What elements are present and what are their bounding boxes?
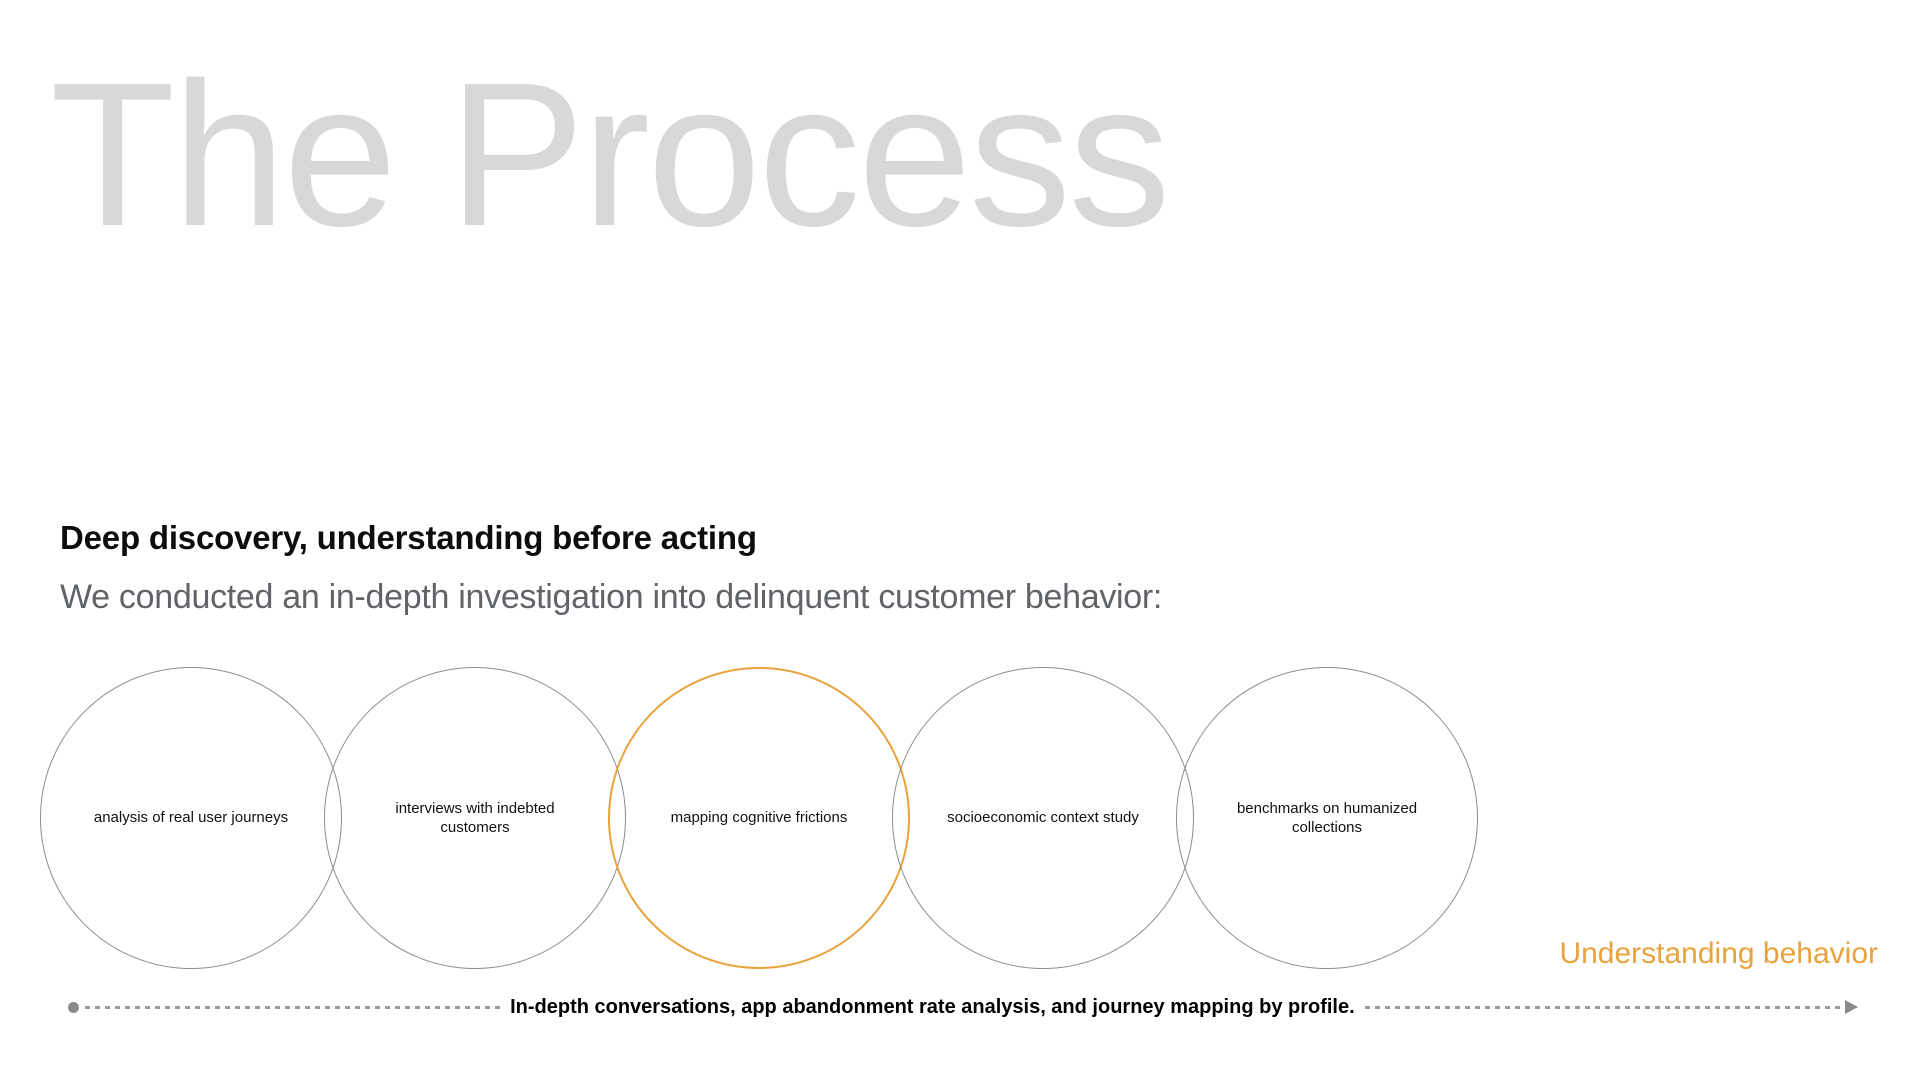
- process-circle-interviews: interviews with indebted customers: [324, 667, 626, 969]
- phase-label: Understanding behavior: [1559, 937, 1878, 970]
- process-circle-label: benchmarks on humanized collections: [1236, 799, 1418, 837]
- process-circle-socioeconomic: socioeconomic context study: [892, 667, 1194, 969]
- timeline-dash-left: [85, 1005, 501, 1009]
- process-circle-label: mapping cognitive frictions: [670, 809, 848, 827]
- timeline-caption: In-depth conversations, app abandonment …: [510, 995, 1355, 1018]
- process-circle-user-journeys: analysis of real user journeys: [40, 667, 342, 969]
- process-circle-benchmarks: benchmarks on humanized collections: [1176, 667, 1478, 969]
- timeline-start-dot-icon: [68, 1001, 79, 1013]
- slide-heading: Deep discovery, understanding before act…: [60, 519, 757, 556]
- slide-subheading: We conducted an in-depth investigation i…: [60, 578, 1163, 616]
- process-circle-label: socioeconomic context study: [947, 809, 1139, 827]
- slide-background-title: The Process: [50, 40, 1171, 269]
- method-timeline: In-depth conversations, app abandonment …: [68, 995, 1858, 1019]
- timeline-dash-right: [1364, 1005, 1842, 1009]
- process-circle-label: interviews with indebted customers: [395, 799, 555, 837]
- timeline-arrow-icon: [1845, 1000, 1858, 1014]
- process-circle-cognitive-frictions: mapping cognitive frictions: [608, 667, 910, 969]
- process-circle-label: analysis of real user journeys: [93, 809, 289, 827]
